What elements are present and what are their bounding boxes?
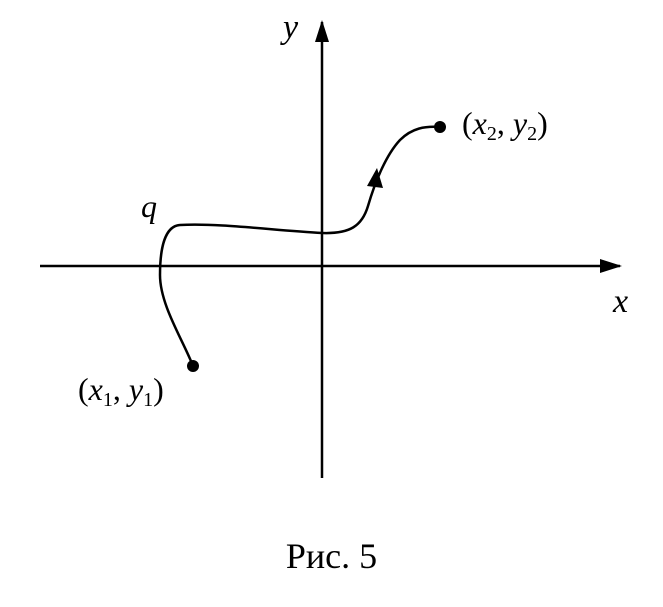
direction-arrow-icon bbox=[367, 168, 383, 188]
curve-label: q bbox=[141, 188, 157, 224]
start-point bbox=[187, 360, 199, 372]
start-point-label: (x1, y1) bbox=[78, 371, 164, 411]
figure-caption: Рис. 5 bbox=[285, 536, 378, 576]
y-axis-label: y bbox=[280, 9, 299, 46]
x-axis-label: x bbox=[612, 283, 628, 320]
end-point bbox=[434, 121, 446, 133]
end-point-label: (x2, y2) bbox=[462, 105, 548, 145]
trajectory-curve bbox=[158, 125, 441, 367]
